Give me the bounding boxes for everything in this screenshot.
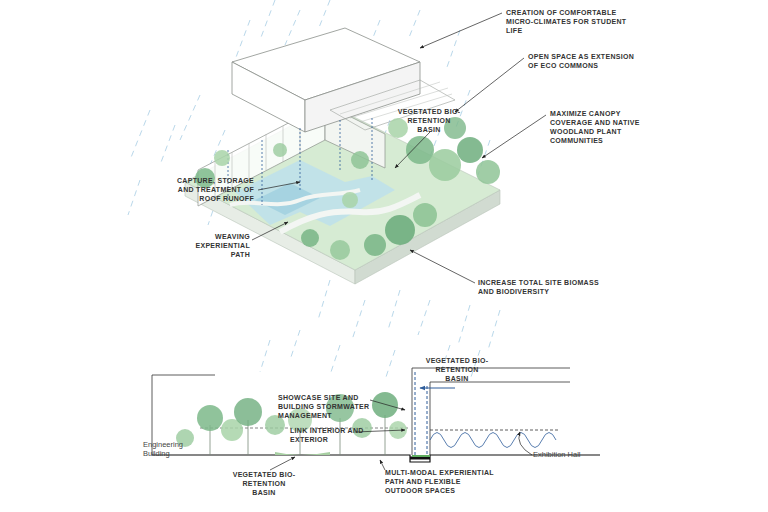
trees [342, 192, 358, 208]
leader-lines [410, 250, 475, 283]
section-trees [234, 398, 262, 426]
section-buildings [410, 457, 430, 460]
site-slab [185, 105, 500, 284]
leader-lines [395, 132, 430, 168]
section-water [275, 452, 330, 455]
section-trees [372, 392, 398, 418]
trees [429, 149, 461, 181]
building-name: Engineering Building [143, 440, 198, 458]
trees [388, 118, 408, 138]
leader-lines [252, 222, 288, 240]
trees [457, 137, 483, 163]
callout-label: MULTI-MODAL EXPERIENTIAL PATH AND FLEXIB… [385, 468, 497, 495]
section-buildings [412, 368, 570, 455]
callout-label: VEGETATED BIO-RETENTION BASIN [232, 470, 296, 497]
callout-label: LINK INTERIOR AND EXTERIOR [290, 426, 370, 444]
trees [214, 150, 230, 166]
leader-lines [252, 13, 546, 470]
leader-lines [455, 58, 524, 112]
building [215, 117, 300, 197]
leader-lines [380, 460, 385, 470]
trees [476, 160, 500, 184]
trees [406, 136, 434, 164]
leader-lines [270, 457, 295, 470]
rain [128, 0, 500, 380]
trees [273, 143, 287, 157]
building-name: Exhibition Hall [533, 450, 583, 459]
section-water [430, 433, 556, 448]
section-water [275, 372, 556, 456]
section-buildings [152, 368, 600, 462]
section-buildings [430, 430, 560, 431]
trees [301, 229, 319, 247]
callout-label: INCREASE TOTAL SITE BIOMASS AND BIODIVER… [478, 278, 600, 296]
trees [413, 203, 437, 227]
building [340, 82, 452, 122]
leader-lines [258, 182, 300, 190]
callout-label: VEGETATED BIO-RETENTION BASIN [425, 356, 489, 383]
trees [330, 240, 350, 260]
callout-label: CREATION OF COMFORTABLE MICRO-CLIMATES F… [506, 8, 641, 35]
callout-label: WEAVING EXPERIENTIAL PATH [190, 232, 250, 259]
section-water [415, 372, 427, 455]
flow-arrow [420, 388, 455, 389]
section-trees [197, 405, 223, 431]
section-trees [176, 392, 407, 455]
building [232, 62, 305, 132]
callout-label: VEGETATED BIO-RETENTION BASIN [397, 107, 461, 134]
leader-lines [482, 115, 546, 158]
trees [364, 234, 386, 256]
leader-lines [370, 400, 405, 410]
trees [385, 215, 415, 245]
callout-label: SHOWCASE SITE AND BUILDING STORMWATER MA… [278, 393, 370, 420]
callout-label: OPEN SPACE AS EXTENSION OF ECO COMMONS [528, 52, 640, 70]
leader-lines [519, 432, 532, 455]
callout-label: MAXIMIZE CANOPY COVERAGE AND NATIVE WOOD… [550, 109, 642, 145]
trees [351, 151, 369, 169]
section-water [412, 455, 430, 457]
leader-lines [420, 13, 502, 48]
section-buildings [152, 455, 600, 462]
rain [260, 280, 500, 380]
callout-label: CAPTURE, STORAGE AND TREATMENT OF ROOF R… [176, 176, 254, 203]
